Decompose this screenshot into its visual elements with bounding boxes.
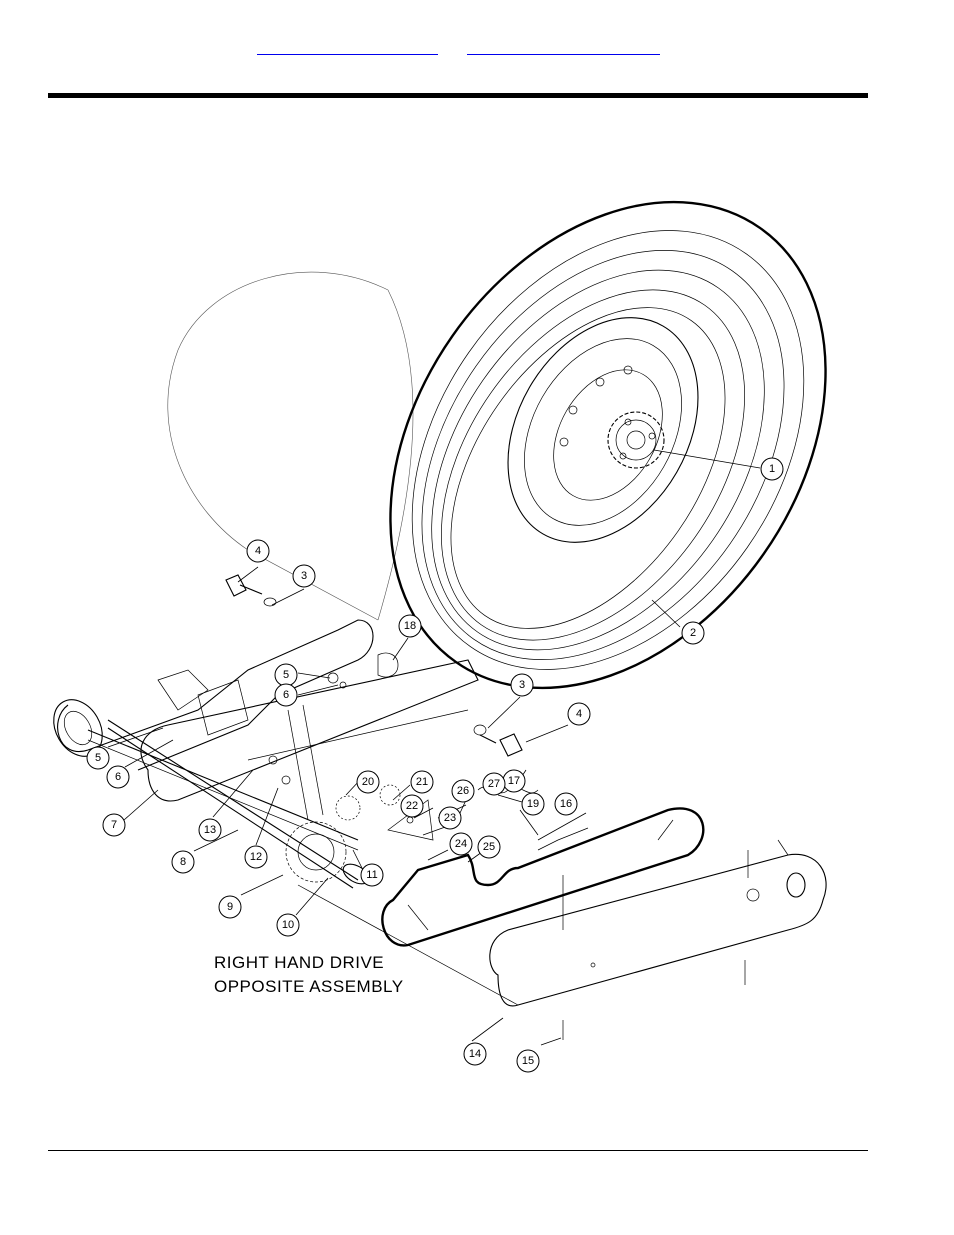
callout-26: 26 (451, 779, 475, 803)
footer-rule (48, 1150, 868, 1151)
svg-text:24: 24 (455, 838, 467, 850)
svg-text:25: 25 (483, 841, 495, 853)
callout-18: 18 (398, 614, 422, 638)
callout-6: 6 (274, 683, 298, 707)
svg-text:12: 12 (250, 851, 262, 863)
ghost-wheel (167, 271, 414, 621)
callout-21: 21 (410, 770, 434, 794)
callout-2: 2 (681, 621, 705, 645)
wheel-rim (507, 317, 699, 543)
callout-15: 15 (516, 1049, 540, 1073)
svg-text:3: 3 (519, 679, 525, 691)
svg-text:27: 27 (488, 778, 500, 790)
svg-text:17: 17 (508, 775, 520, 787)
svg-text:15: 15 (522, 1055, 534, 1067)
svg-text:13: 13 (204, 824, 216, 836)
callout-16: 16 (554, 792, 578, 816)
svg-text:9: 9 (227, 901, 233, 913)
drive-arm (140, 659, 479, 821)
svg-text:1: 1 (769, 463, 775, 475)
note-line-1: RIGHT HAND DRIVE (214, 953, 384, 972)
svg-text:19: 19 (527, 798, 539, 810)
chain (381, 807, 705, 947)
header-link-2[interactable] (467, 42, 660, 55)
callout-5b: 5 (86, 746, 110, 770)
callout-6b: 6 (106, 765, 130, 789)
note-line-2: OPPOSITE ASSEMBLY (214, 977, 404, 996)
svg-text:5: 5 (283, 669, 289, 681)
callout-7: 7 (102, 813, 126, 837)
svg-text:2: 2 (690, 627, 696, 639)
callout-11: 11 (360, 863, 384, 887)
callout-1: 1 (760, 457, 784, 481)
callout-22: 22 (400, 794, 424, 818)
callout-12: 12 (244, 845, 268, 869)
callout-20: 20 (356, 770, 380, 794)
callout-10: 10 (276, 913, 300, 937)
callout-5: 5 (274, 663, 298, 687)
svg-text:11: 11 (366, 869, 377, 881)
svg-text:22: 22 (406, 800, 418, 812)
callout-3: 3 (292, 564, 316, 588)
callout-24: 24 (449, 832, 473, 856)
hub-sprocket (607, 411, 665, 469)
callout-27: 27 (482, 772, 506, 796)
svg-text:5: 5 (95, 752, 101, 764)
callout-8: 8 (171, 850, 195, 874)
svg-text:4: 4 (255, 545, 261, 557)
callout-9: 9 (218, 895, 242, 919)
callout-25: 25 (477, 835, 501, 859)
callout-4b: 4 (567, 702, 591, 726)
svg-text:7: 7 (111, 819, 117, 831)
svg-text:6: 6 (283, 689, 289, 701)
svg-text:4: 4 (576, 708, 582, 720)
callout-17: 17 (502, 769, 526, 793)
svg-text:3: 3 (301, 570, 307, 582)
callout-13: 13 (198, 818, 222, 842)
parts-diagram: 1 2 3 3 4 4 5 5 6 6 7 8 9 10 11 12 13 14… (53, 200, 827, 1073)
callout-23: 23 (438, 806, 462, 830)
svg-text:20: 20 (362, 776, 374, 788)
svg-text:10: 10 (282, 919, 294, 931)
svg-text:18: 18 (404, 620, 416, 632)
svg-text:16: 16 (560, 798, 572, 810)
callout-19: 19 (521, 792, 545, 816)
header-link-1[interactable] (257, 42, 438, 55)
svg-text:6: 6 (115, 771, 121, 783)
bolts (225, 574, 523, 757)
callout-4: 4 (246, 539, 270, 563)
svg-text:26: 26 (457, 785, 469, 797)
assembly-note: RIGHT HAND DRIVE OPPOSITE ASSEMBLY (214, 953, 404, 996)
svg-text:14: 14 (469, 1048, 481, 1060)
callout-3b: 3 (510, 673, 534, 697)
svg-text:8: 8 (180, 856, 186, 868)
svg-text:23: 23 (444, 812, 456, 824)
svg-text:21: 21 (416, 776, 428, 788)
header-rule (48, 93, 868, 98)
leader-lines (107, 449, 761, 1046)
frame-arm (53, 619, 374, 851)
tire (389, 200, 827, 690)
chain-guard (297, 839, 827, 1040)
callout-14: 14 (463, 1042, 487, 1066)
